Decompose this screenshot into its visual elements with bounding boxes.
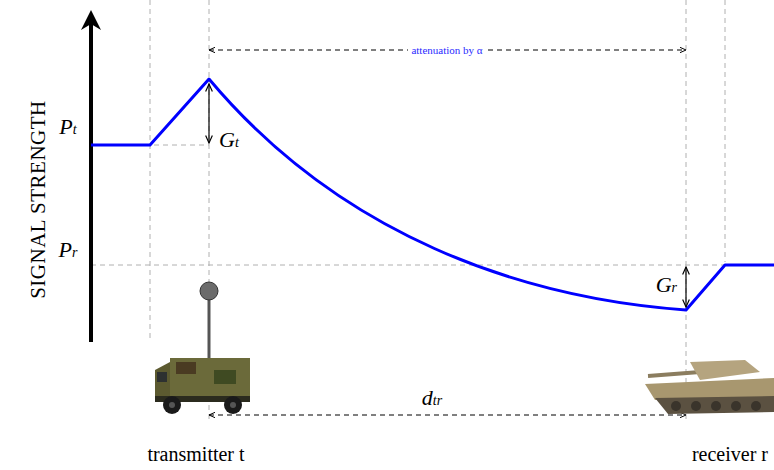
gain-arrow [208, 84, 209, 143]
guide-lines [91, 0, 774, 420]
power-symbol: Pt [59, 115, 76, 139]
signal-curve [91, 79, 774, 310]
power-symbol: Pr [59, 238, 78, 262]
distance-symbol: dtr [422, 386, 442, 410]
gain-symbol: Gr [656, 273, 677, 297]
y-axis [89, 14, 93, 342]
axis-label: SIGNAL STRENGTH [26, 101, 49, 300]
gain-symbol: Gt [219, 128, 239, 152]
distance-span [209, 415, 686, 416]
gain-arrow [685, 267, 686, 307]
attenuation-label: attenuation by α [408, 44, 485, 56]
receiver-caption: receiver r [692, 443, 768, 465]
transmitter-caption: transmitter t [147, 443, 244, 465]
truck-picture [155, 282, 250, 414]
tank-picture [645, 360, 774, 414]
